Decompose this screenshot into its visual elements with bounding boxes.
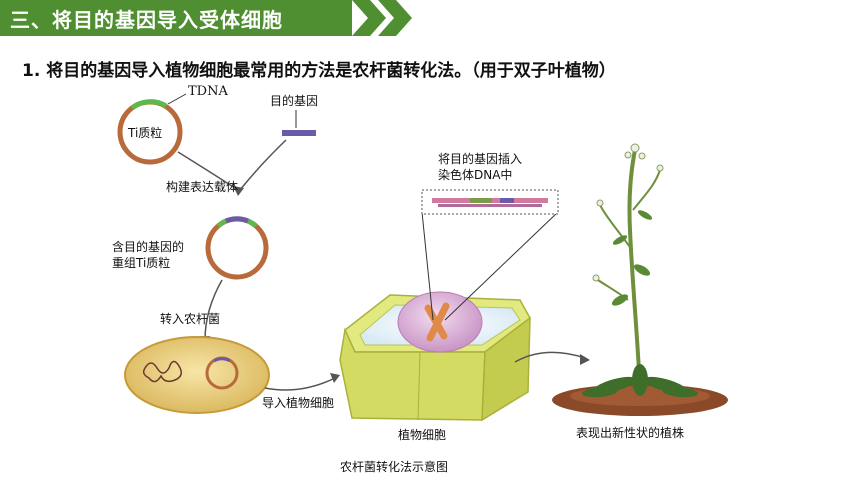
bacterial-chromosome	[142, 360, 182, 383]
target-gene-fragment	[282, 130, 316, 136]
arrow-to-plant	[514, 351, 586, 363]
chevron-right-icon	[352, 0, 386, 36]
recombinant-ti-plasmid	[205, 216, 269, 280]
zoom-line-right	[444, 211, 559, 321]
agrobacterium-cell	[124, 336, 270, 414]
plant-cell-label: 植物细胞	[398, 428, 447, 442]
ti-plasmid-label: Ti质粒	[128, 126, 163, 140]
zoom-line-left	[421, 211, 434, 321]
arrow-to-agrobacterium	[204, 279, 223, 341]
inserted-gene-dna	[470, 198, 492, 203]
figure-caption: 农杆菌转化法示意图	[340, 460, 449, 474]
target-gene-label: 目的基因	[270, 94, 319, 108]
into-agrobacterium-label: 转入农杆菌	[160, 312, 221, 326]
arrow-from-gene	[239, 139, 287, 191]
section-title: 三、将目的基因导入受体细胞	[10, 8, 283, 32]
stem-leaves	[611, 210, 653, 306]
chevron-right-icon	[378, 0, 412, 36]
flowers	[592, 143, 664, 282]
point-1-text: 1. 将目的基因导入植物细胞最常用的方法是农杆菌转化法。（用于双子叶植物）	[22, 61, 616, 81]
recombinant-label-line1: 含目的基因的	[112, 240, 185, 254]
recombinant-label-line2: 重组Ti质粒	[112, 256, 171, 270]
new-trait-plant-label: 表现出新性状的植株	[576, 426, 685, 440]
tdna-label: TDNA	[188, 84, 228, 99]
chromosome	[424, 302, 450, 342]
plant-cell-wall-side	[481, 316, 531, 422]
rosette-leaves	[582, 364, 698, 398]
header-chevrons	[352, 0, 412, 36]
arrow-to-plant-cell	[264, 377, 336, 391]
tdna-pointer	[167, 93, 187, 105]
build-vector-label: 构建表达载体	[166, 180, 239, 194]
tdna-segment	[130, 99, 168, 111]
plant-stem	[627, 149, 642, 393]
insert-label-line1: 将目的基因插入	[438, 152, 523, 166]
section-header: 三、将目的基因导入受体细胞	[0, 0, 352, 36]
into-plant-cell-label: 导入植物细胞	[262, 396, 335, 410]
insert-label-line2: 染色体DNA中	[438, 168, 513, 182]
